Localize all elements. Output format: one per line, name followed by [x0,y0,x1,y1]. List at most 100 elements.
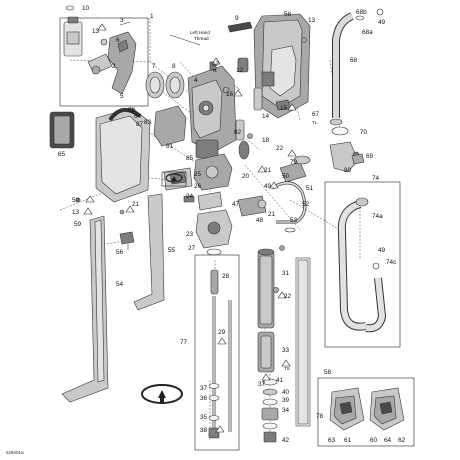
callout-25: 25 [194,171,202,178]
callout-62: 62 [398,437,406,444]
callout-3: 3 [120,17,124,24]
tag-ts-33: TS [284,366,290,371]
part-68-tube [329,12,365,126]
callout-21-c: 21 [268,211,276,218]
callout-39: 39 [282,397,290,404]
callout-36: 36 [200,395,208,402]
callout-37-a: 37 [200,385,208,392]
callout-42: 42 [282,437,290,444]
part-33-filter [257,331,275,373]
callout-58-a: 58 [284,11,292,18]
callout-54: 54 [116,281,124,288]
rotation-note-icon-2 [161,171,187,187]
part-54-bracket [61,215,109,403]
callout-33: 33 [282,347,290,354]
callout-26: 26 [194,183,202,190]
callout-7: 7 [152,63,156,70]
callout-74: 74 [372,175,380,182]
callout-81: 81 [166,143,174,150]
callout-27: 27 [188,245,196,252]
callout-82: 82 [234,129,242,136]
callout-35: 35 [200,414,208,421]
warning-triangles [83,23,297,433]
callout-70: 70 [360,129,368,136]
callout-87: 87 [136,121,144,128]
ring-stack [261,378,279,443]
inset-box-1 [59,16,149,107]
callout-48: 48 [256,217,264,224]
callout-2: 2 [112,63,116,70]
callout-85: 85 [186,155,194,162]
callout-12: 12 [236,67,244,74]
callout-83: 83 [144,119,152,126]
callout-21-a: 21 [264,167,272,174]
part-56-clip [119,231,135,250]
callout-23: 23 [186,231,194,238]
callout-64: 64 [384,437,392,444]
callout-79: 79 [290,159,298,166]
callout-16: 16 [226,91,234,98]
callout-29: 29 [218,329,226,336]
valve-cluster [163,140,250,211]
callout-1: 1 [150,13,154,20]
callout-10: 10 [82,5,90,12]
callout-65: 65 [58,151,66,158]
callout-21-b: 21 [132,201,140,208]
callout-61: 61 [344,437,352,444]
callout-74a: 74a [372,213,383,220]
drawing-code: s29401a [6,450,24,455]
callout-9: 9 [235,15,239,22]
callout-13-a: 13 [92,28,100,35]
callout-49-a: 49 [378,19,386,26]
inset-box-74 [324,181,401,348]
callout-50: 50 [282,173,290,180]
callout-8: 8 [172,63,176,70]
hose-set [271,155,311,224]
callout-13-c: 13 [72,209,80,216]
callout-68a: 68a [362,29,373,36]
callout-56: 56 [116,249,124,256]
inset-box-58 [317,377,415,447]
callout-28: 28 [222,273,230,280]
callout-58-c: 58 [324,369,332,376]
part-55-bracket [133,193,165,311]
callout-60: 60 [370,437,378,444]
callout-14: 14 [262,113,270,120]
part-7-disc [145,71,165,99]
part-23-block [195,209,233,256]
callout-55: 55 [168,247,176,254]
callout-31: 31 [282,270,290,277]
callout-4: 4 [194,77,198,84]
callout-80: 80 [344,167,352,174]
callout-6: 6 [116,37,120,44]
part-31-filter [257,248,275,329]
callout-67: 67 [312,111,320,118]
part-47-48-fitting [237,195,267,217]
callout-53: 53 [290,217,298,224]
small-parts [65,5,384,293]
callout-51: 51 [306,185,314,192]
callout-38: 38 [200,427,208,434]
part-9-strip [227,21,253,33]
callout-78: 78 [316,413,324,420]
callout-22-a: 22 [276,145,284,152]
callout-47: 47 [232,201,240,208]
callout-84: 84 [134,113,142,120]
callout-22-b: 22 [284,293,292,300]
callout-52: 52 [302,201,310,208]
callout-37-b: 37 [258,381,266,388]
callout-20: 20 [242,173,250,180]
callout-59-b: 59 [74,221,82,228]
callout-5: 5 [120,93,124,100]
thread-note-line-1: Left Hand [190,30,210,35]
callout-13-b: 13 [308,17,316,24]
rotation-note-icon [141,384,183,404]
callout-63: 63 [328,437,336,444]
callout-labels: 10 1 13 6 3 2 5 9 58 13 68b 49 68a 68 7 … [58,5,406,444]
callout-77: 77 [180,339,188,346]
callout-41: 41 [276,377,284,384]
part-58-tank [253,13,311,119]
part-81-bracket [153,105,187,147]
callout-58-b: 58 [128,107,136,114]
part-8-disc [165,71,185,99]
